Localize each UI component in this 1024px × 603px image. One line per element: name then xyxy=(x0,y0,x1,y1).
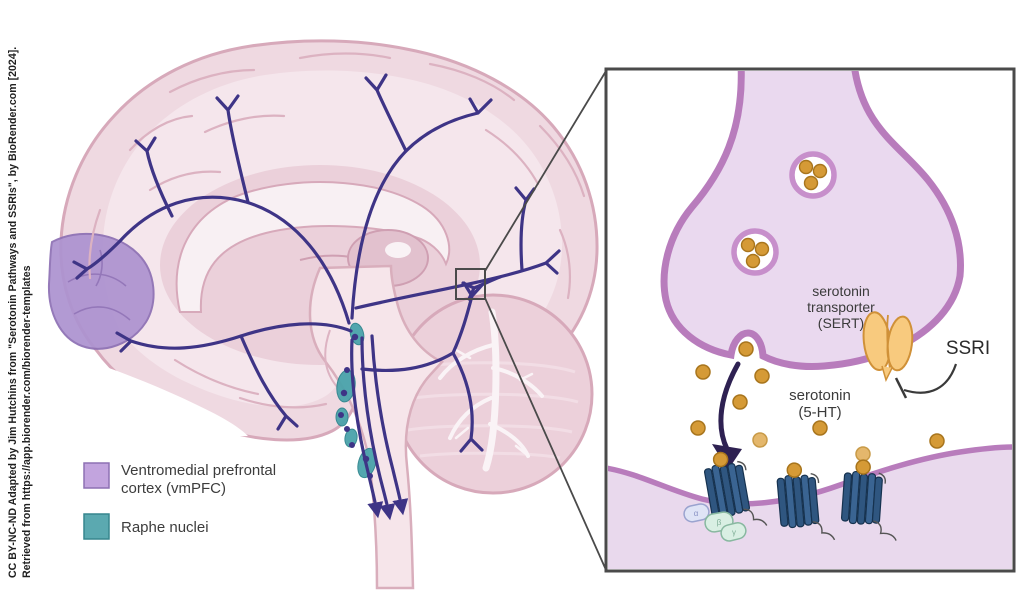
attribution-line1: CC BY-NC-ND Adapted by Jim Hutchins from… xyxy=(7,47,19,578)
vmpfc-label-line2: cortex (vmPFC) xyxy=(121,480,226,497)
raphe-swatch xyxy=(83,513,110,540)
ssri-inhibitor-pointer xyxy=(894,363,958,399)
raphe-nuclei xyxy=(335,322,377,479)
zoom-source-box xyxy=(455,268,486,300)
lateral-fissure xyxy=(55,350,248,437)
sert-label: serotonin transporter (SERT) xyxy=(807,283,875,331)
serotonin-receptor xyxy=(703,451,768,526)
serotonin-5ht-label: serotonin (5-HT) xyxy=(789,387,851,421)
raphe-label: Raphe nuclei xyxy=(121,519,209,536)
postsynaptic-membrane xyxy=(608,444,1012,507)
svg-text:serotonin: serotonin xyxy=(812,283,870,299)
pons-line xyxy=(324,329,339,389)
synapse-inset-panel: α β γ serotonin transporter (SERT) serot… xyxy=(604,67,1016,573)
cerebellum xyxy=(392,293,594,495)
vmpfc-swatch xyxy=(83,462,110,489)
zoom-connector-bottom xyxy=(484,297,607,571)
g-protein-alpha-label: α xyxy=(694,509,699,518)
zoom-connector-top xyxy=(484,70,607,272)
presynaptic-terminal xyxy=(660,71,964,370)
serotonin-molecules xyxy=(690,341,945,462)
attribution-line2: Retrieved from https://app.biorender.com… xyxy=(21,265,33,578)
legend-item-raphe: Raphe nuclei xyxy=(83,513,209,540)
synaptic-vesicle xyxy=(789,151,837,199)
serotonin-receptor xyxy=(776,462,836,541)
attribution: CC BY-NC-ND Adapted by Jim Hutchins from… xyxy=(7,47,33,578)
g-protein-gamma-label: γ xyxy=(732,528,736,537)
svg-text:(SERT): (SERT) xyxy=(818,315,864,331)
g-protein: α β γ xyxy=(683,503,747,542)
ssri-label: SSRI xyxy=(946,338,990,359)
svg-text:(5-HT): (5-HT) xyxy=(798,404,841,421)
svg-text:transporter: transporter xyxy=(807,299,875,315)
serotonin-receptor xyxy=(840,459,897,541)
gyri-lines xyxy=(88,52,586,409)
legend-item-vmpfc: Ventromedial prefrontal cortex (vmPFC) xyxy=(83,462,276,497)
legend: Ventromedial prefrontal cortex (vmPFC) R… xyxy=(83,462,276,540)
corpus-callosum xyxy=(175,181,451,313)
g-protein-beta-label: β xyxy=(717,518,722,527)
brain-illustration xyxy=(47,39,599,590)
brainstem xyxy=(308,264,445,590)
raphe-cell-bodies xyxy=(338,333,373,479)
vmpfc-label-line1: Ventromedial prefrontal xyxy=(121,462,276,479)
sert-protein xyxy=(862,311,914,383)
svg-text:serotonin: serotonin xyxy=(789,387,851,404)
synaptic-vesicle xyxy=(731,228,779,276)
ventricle-spot xyxy=(385,242,411,258)
